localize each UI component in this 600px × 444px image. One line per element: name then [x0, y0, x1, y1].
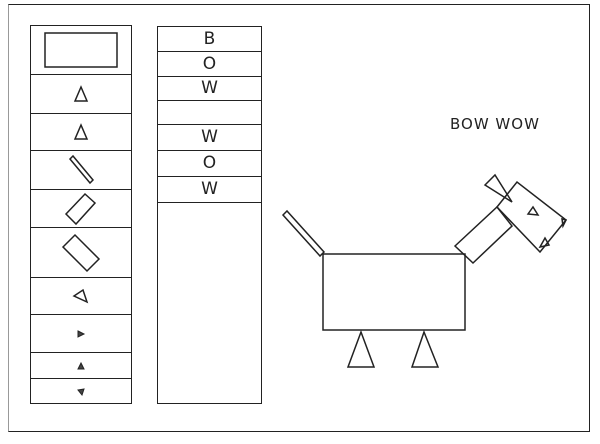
- pointer-triangle-icon: [72, 288, 89, 304]
- tiny-triangle-icon: [77, 329, 86, 338]
- rectangle-shape-icon: [44, 32, 118, 68]
- dog-nose[interactable]: [561, 218, 568, 229]
- palette-item-triangle-tiny[interactable]: [31, 379, 131, 404]
- dog-ear[interactable]: [483, 173, 513, 203]
- palette-item-rectangle-tilted[interactable]: [31, 190, 131, 228]
- tiny-triangle-icon: [77, 387, 85, 396]
- dog-body[interactable]: [322, 253, 466, 331]
- dog-head[interactable]: [496, 180, 568, 254]
- palette-item-rectangle-tilted-large[interactable]: [31, 228, 131, 278]
- window-frame: [8, 4, 590, 432]
- palette-item-triangle-pointer[interactable]: [31, 278, 131, 315]
- triangle-icon: [73, 123, 89, 140]
- thin-bar-icon: [68, 154, 95, 185]
- palette-item-triangle[interactable]: [31, 75, 131, 114]
- tilted-rectangle-large-icon: [61, 233, 101, 272]
- tiny-triangle-icon: [77, 361, 85, 369]
- palette-item-triangle-tiny[interactable]: [31, 315, 131, 353]
- letter-list: B O W W O W: [157, 26, 262, 404]
- triangle-icon: [73, 85, 89, 102]
- palette-item-triangle-tiny[interactable]: [31, 353, 131, 379]
- letter: B: [203, 28, 216, 49]
- dog-tail[interactable]: [281, 209, 326, 258]
- letter-cell[interactable]: W: [158, 177, 261, 203]
- palette-item-triangle-small[interactable]: [31, 114, 131, 151]
- dog-leg-back[interactable]: [410, 329, 440, 368]
- dog-eye[interactable]: [526, 205, 540, 216]
- letter-cell-space[interactable]: [158, 101, 261, 125]
- palette-item-rectangle[interactable]: [31, 26, 131, 75]
- dog-leg-front[interactable]: [346, 329, 376, 368]
- letter: O: [202, 53, 217, 74]
- letter: O: [202, 153, 217, 173]
- canvas-text-bow-wow[interactable]: BOW WOW: [450, 115, 540, 133]
- letter: W: [201, 179, 218, 199]
- letter-cell[interactable]: O: [158, 151, 261, 177]
- letter-cell[interactable]: W: [158, 77, 261, 101]
- dog-neck[interactable]: [453, 205, 514, 265]
- letter-cell[interactable]: W: [158, 125, 261, 151]
- shape-palette: [30, 25, 132, 404]
- letter: W: [201, 127, 218, 147]
- palette-item-thin-bar[interactable]: [31, 151, 131, 190]
- letter-cell[interactable]: O: [158, 52, 261, 77]
- tilted-rectangle-icon: [64, 192, 97, 225]
- dog-mouth[interactable]: [538, 236, 551, 249]
- letter: W: [201, 78, 218, 98]
- letter-cell[interactable]: B: [158, 27, 261, 52]
